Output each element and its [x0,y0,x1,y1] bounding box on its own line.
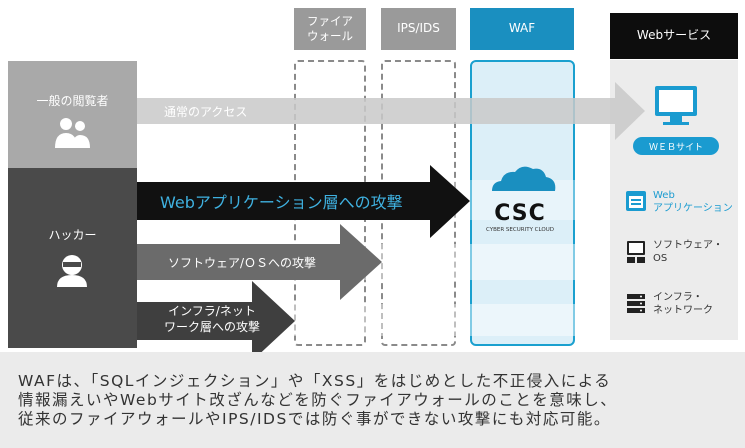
csc-cloud-logo: CSC CYBER SECURITY CLOUD [486,166,556,233]
website-badge-bg [633,137,719,155]
waf-header: WAF [470,8,574,50]
flow-diagram: CSC CYBER SECURITY CLOUD ＷＥＢサイト [55,82,719,352]
web-application-icon [626,191,646,211]
infrastructure-network-label: インフラ・ ネットワーク [653,292,713,316]
infra-attack-arrow [137,281,295,352]
hacker-icon [57,255,87,287]
web-app-attack-arrow [137,165,470,238]
general-user-label: 一般の閲覧者 [36,94,109,108]
blocked-infra-attack-trail [250,292,600,348]
infrastructure-network-icon [627,294,645,313]
users-icon [55,118,90,148]
software-os-attack-arrow [137,224,382,300]
normal-access-label: 通常のアクセス [164,105,248,119]
normal-access-arrow [137,82,645,140]
csc-tagline: CYBER SECURITY CLOUD [486,227,554,233]
blocked-app-attack-trail [430,165,600,235]
hacker-label: ハッカー [48,228,97,242]
software-os-item: ソフトウェア・ OS [625,240,723,265]
general-user-panel [8,61,137,168]
web-application-item: Web アプリケーション [625,190,733,215]
web-app-attack-label: Webアプリケーション層への攻撃 [160,193,403,212]
infrastructure-network-item: インフラ・ ネットワーク [625,292,713,317]
blocked-os-attack-trail [340,232,600,292]
software-os-attack-label: ソフトウェア/ＯＳへの攻撃 [168,256,317,270]
web-service-header: Webサービス [610,13,738,59]
monitor-icon [655,86,697,125]
software-os-icon [627,241,645,263]
website-badge: ＷＥＢサイト [649,142,703,153]
description-caption: WAFは、「SQLインジェクション」や「XSS」をはじめとした不正侵入による 情… [0,352,745,448]
firewall-header: ファイア ウォール [294,8,366,50]
ips-ids-header: IPS/IDS [381,8,456,50]
infra-attack-label: インフラ/ネット ワーク層への攻撃 [163,304,260,334]
software-os-label: ソフトウェア・ OS [653,240,723,264]
csc-logo-text: CSC [494,201,546,226]
web-application-label: Web アプリケーション [653,190,733,214]
